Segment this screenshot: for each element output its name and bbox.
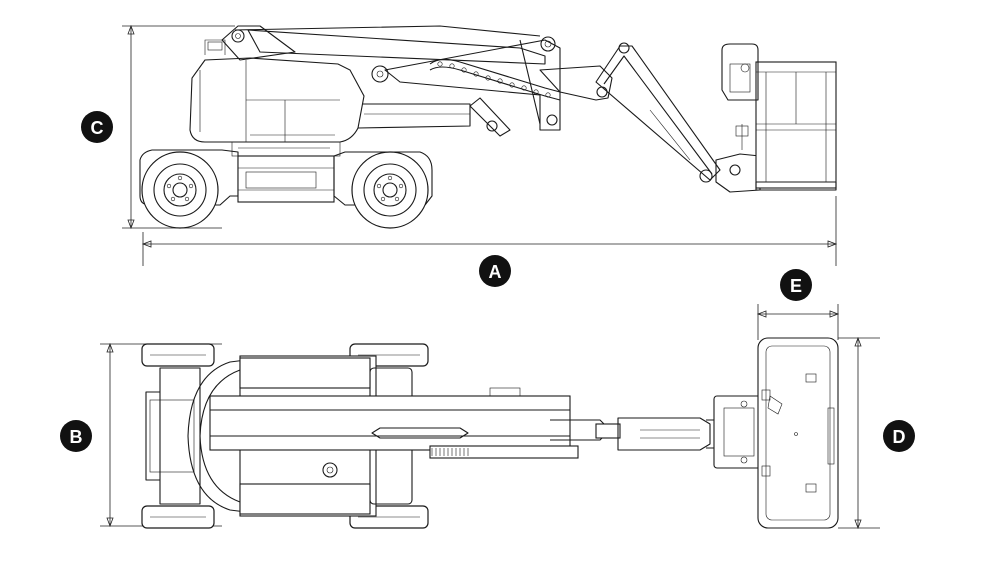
side-main-boom [539, 42, 721, 183]
label-c: C [81, 111, 113, 143]
top-view [100, 304, 880, 530]
side-cable-chain [429, 58, 561, 101]
label-c-text: C [91, 118, 104, 138]
dimension-b-line [100, 342, 222, 528]
top-turntable [187, 357, 371, 515]
label-d: D [883, 420, 915, 452]
label-b-text: B [70, 427, 83, 447]
top-platform [713, 337, 839, 529]
dimension-d-line [838, 336, 880, 530]
label-b: B [60, 420, 92, 452]
dimension-e-line [756, 304, 840, 340]
dimension-c-line [122, 24, 235, 230]
label-a: A [479, 255, 511, 287]
top-main-boom [209, 387, 723, 459]
side-view [122, 24, 838, 266]
side-rear-wheel [141, 151, 219, 229]
label-d-text: D [893, 427, 906, 447]
side-turntable [189, 39, 471, 143]
label-a-text: A [489, 262, 502, 282]
label-e-text: E [790, 276, 802, 296]
top-wheels [141, 343, 429, 529]
side-platform [715, 43, 837, 193]
side-front-wheel [351, 151, 429, 229]
label-e: E [780, 269, 812, 301]
side-riser-arms [221, 25, 561, 137]
dimension-a-line [141, 196, 838, 266]
